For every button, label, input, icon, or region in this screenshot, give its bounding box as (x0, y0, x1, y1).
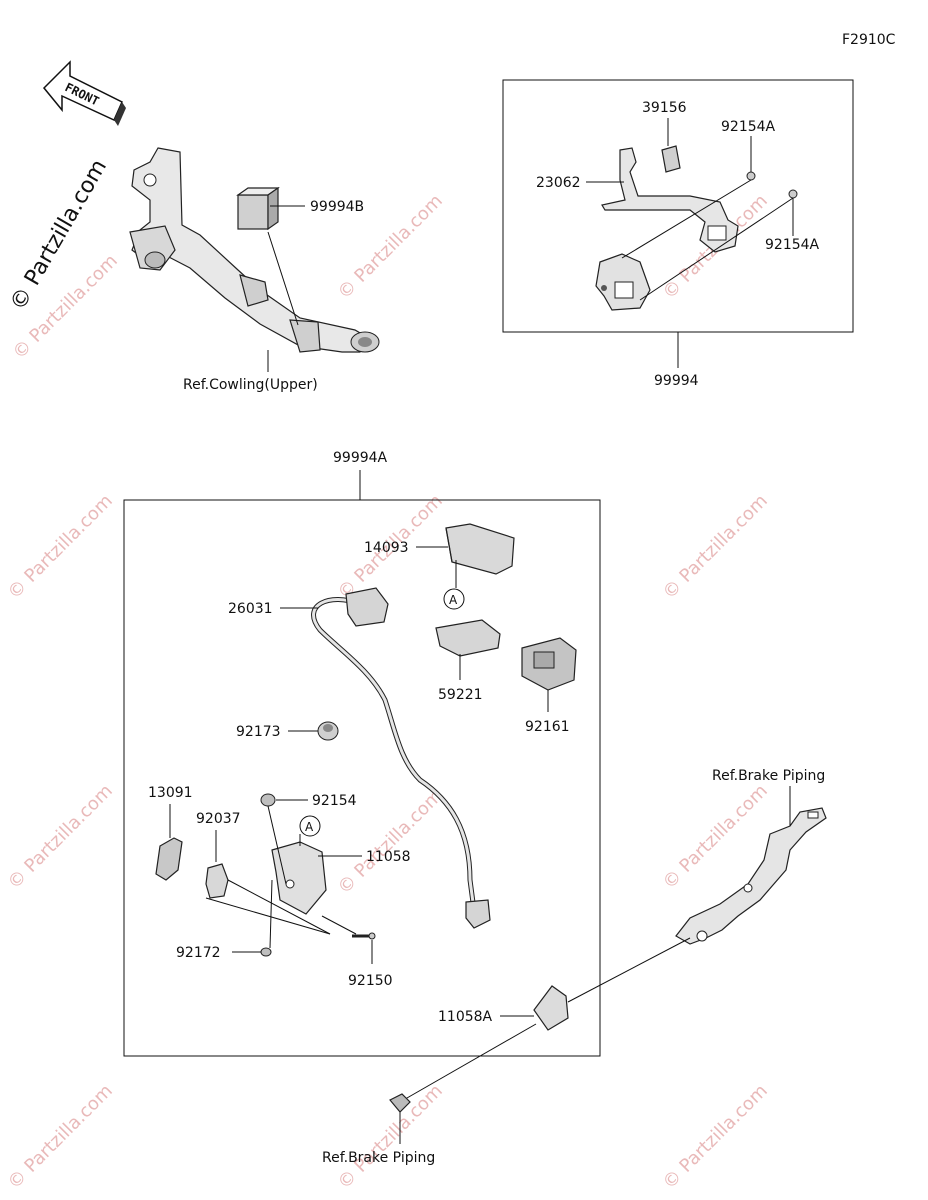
leader-line (267, 805, 287, 885)
leader-line (227, 879, 331, 935)
screw-92172 (260, 947, 272, 957)
connector-59221 (435, 619, 501, 657)
callout-a-top: A (443, 588, 465, 610)
bushing-92173 (317, 721, 339, 741)
label-92172: 92172 (176, 945, 221, 961)
bolt-brake-piping (389, 1093, 411, 1113)
watermark: © Partzilla.com (4, 490, 117, 603)
watermark: © Partzilla.com (4, 1080, 117, 1193)
pin-92150 (352, 932, 376, 940)
block-92161 (521, 637, 577, 691)
label-92173: 92173 (236, 724, 281, 740)
label-92037: 92037 (196, 811, 241, 827)
watermark: © Partzilla.com (334, 1080, 447, 1193)
watermark: © Partzilla.com (659, 490, 772, 603)
leader-line (269, 879, 273, 949)
leader-line (399, 1023, 537, 1103)
label-99994A: 99994A (333, 450, 388, 466)
label-39156: 39156 (642, 100, 687, 116)
label-92161: 92161 (525, 719, 570, 735)
bracket-11058A (533, 985, 569, 1031)
callout-a-label: A (305, 820, 314, 834)
watermarks: © Partzilla.com © Partzilla.com © Partzi… (4, 155, 772, 1193)
clamp-92037 (205, 863, 229, 899)
label-13091: 13091 (148, 785, 193, 801)
bolt-92154A (746, 171, 798, 199)
label-ref-brake-top: Ref.Brake Piping (712, 768, 825, 784)
front-arrow-icon: FRONT (42, 60, 126, 126)
clip-39156 (661, 145, 681, 173)
label-11058: 11058 (366, 849, 411, 865)
label-99994: 99994 (654, 373, 699, 389)
kit-box-99994A (123, 499, 601, 1057)
bracket-11058 (271, 841, 327, 915)
brake-piping-bracket (675, 807, 827, 945)
relay-99994B (236, 186, 280, 231)
label-ref-brake-bottom: Ref.Brake Piping (322, 1150, 435, 1166)
watermark: © Partzilla.com (659, 1080, 772, 1193)
leader-line (621, 179, 752, 259)
leader-line (567, 937, 691, 1003)
label-11058A: 11058A (438, 1009, 493, 1025)
leader-line (321, 915, 357, 935)
label-99994B: 99994B (310, 199, 364, 215)
screw-92154 (260, 793, 276, 807)
harness-26031 (311, 587, 491, 929)
mount-bracket (595, 253, 651, 311)
leader-line (267, 231, 299, 326)
label-92150: 92150 (348, 973, 393, 989)
bolt-13091 (155, 837, 183, 881)
leader-line (639, 197, 794, 301)
label-92154A-top: 92154A (721, 119, 776, 135)
callout-a-label: A (449, 593, 458, 607)
leader-line (205, 897, 331, 935)
label-ref-cowling: Ref.Cowling(Upper) (183, 377, 318, 393)
figure-code: F2910C (842, 32, 896, 48)
label-92154A-right: 92154A (765, 237, 820, 253)
watermark: © Partzilla.com (4, 780, 117, 893)
watermark-side: © Partzilla.com (6, 155, 113, 315)
label-92154: 92154 (312, 793, 357, 809)
label-23062: 23062 (536, 175, 581, 191)
callout-a-bottom: A (299, 815, 321, 837)
cover-14093 (445, 523, 515, 575)
label-14093: 14093 (364, 540, 409, 556)
bracket-23062 (601, 147, 739, 253)
cowling-frame-assembly (129, 147, 380, 353)
label-59221: 59221 (438, 687, 483, 703)
label-26031: 26031 (228, 601, 273, 617)
